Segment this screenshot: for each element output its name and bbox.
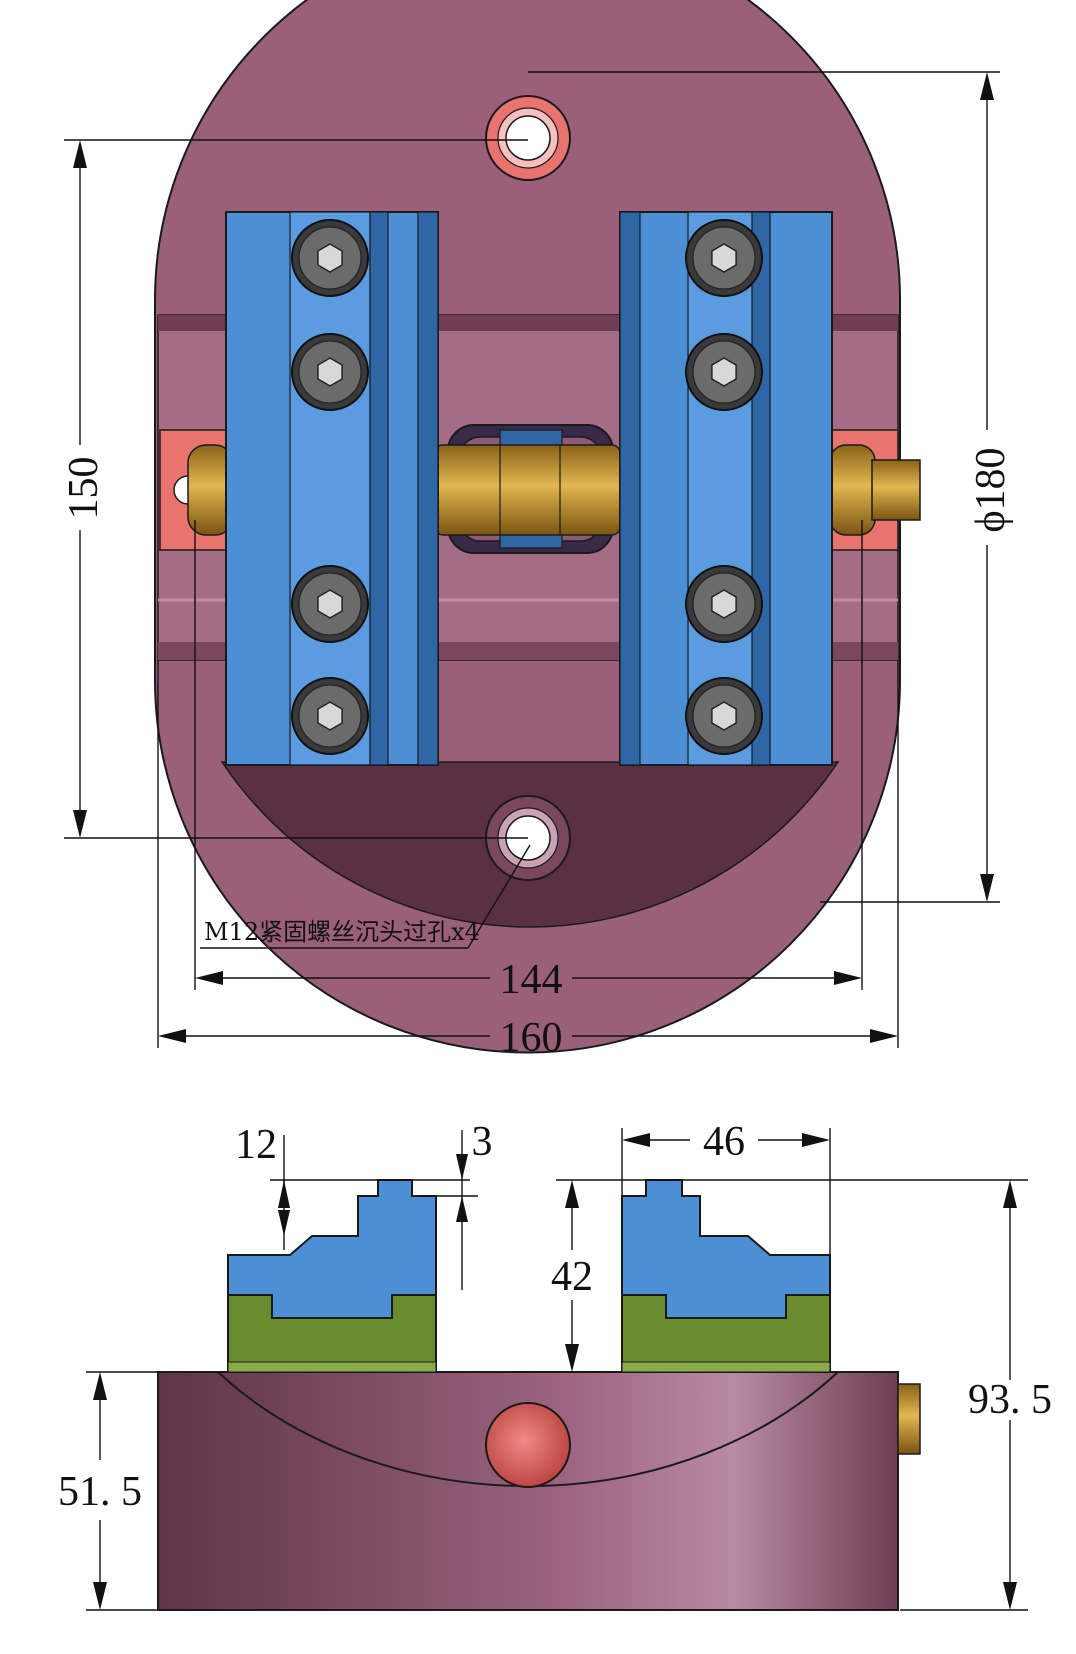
right-jaw-side xyxy=(621,1179,831,1319)
left-jaw-top xyxy=(225,211,439,766)
dim-jaw-3: 3 xyxy=(472,1119,493,1165)
lead-screw-right xyxy=(829,444,876,536)
dim-dia-180: ϕ180 xyxy=(968,447,1014,532)
side-view xyxy=(157,1179,921,1611)
left-jaw-side xyxy=(227,1179,437,1319)
top-dimensions: ϕ180 150 144 160 M12紧固螺丝沉头过孔x4 xyxy=(61,71,1014,1061)
dim-total-93-5: 93. 5 xyxy=(968,1377,1052,1423)
socket-bolts xyxy=(291,219,763,755)
screw-hex-end xyxy=(871,459,921,521)
dim-150: 150 xyxy=(61,457,107,520)
dim-160: 160 xyxy=(500,1015,563,1061)
side-dimensions: 12 3 46 42 93. 5 51. xyxy=(58,1119,1052,1611)
socket-bolt xyxy=(291,219,369,297)
lead-screw-center xyxy=(434,444,621,536)
side-plug xyxy=(485,1402,571,1488)
dim-base-51-5: 51. 5 xyxy=(58,1469,142,1515)
top-view xyxy=(154,0,921,1054)
socket-bolt xyxy=(291,333,369,411)
right-jaw-top xyxy=(619,211,833,766)
dim-jaw-46: 46 xyxy=(703,1119,745,1165)
socket-bolt xyxy=(291,565,369,643)
socket-bolt xyxy=(685,677,763,755)
note-m12-holes: M12紧固螺丝沉头过孔x4 xyxy=(204,918,480,946)
dim-jaw-42: 42 xyxy=(551,1254,593,1300)
socket-bolt xyxy=(685,333,763,411)
socket-bolt xyxy=(685,565,763,643)
side-hex-nut xyxy=(897,1383,921,1455)
dim-jaw-12: 12 xyxy=(235,1122,277,1168)
dim-144: 144 xyxy=(500,957,563,1003)
socket-bolt xyxy=(291,677,369,755)
socket-bolt xyxy=(685,219,763,297)
